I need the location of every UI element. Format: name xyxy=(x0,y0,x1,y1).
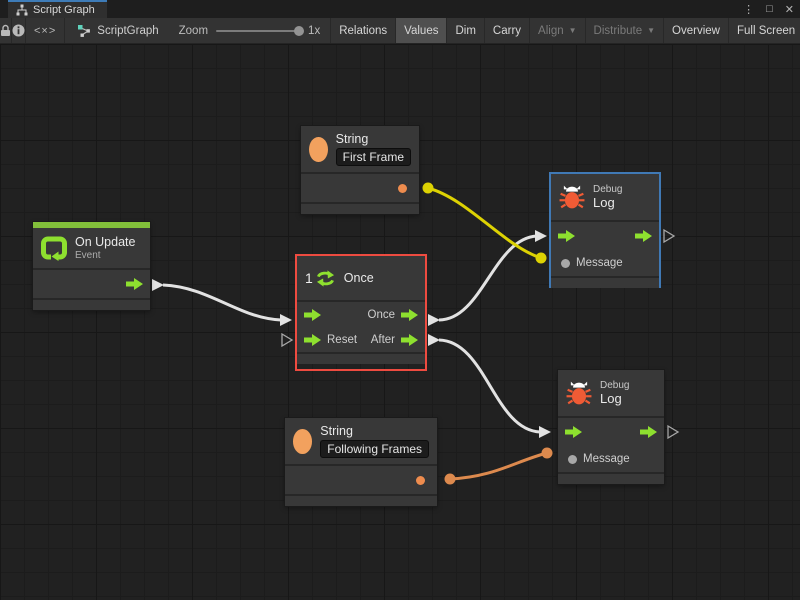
zoom-slider-handle[interactable] xyxy=(294,25,305,36)
graph-toolbar: <×> ScriptGraph Zoom 1x Relations Values… xyxy=(0,18,800,44)
bug-icon xyxy=(566,381,592,405)
edit-script-button[interactable]: <×> xyxy=(26,18,66,43)
node-footer xyxy=(301,204,419,214)
event-accent-bar xyxy=(33,222,150,228)
node-title: On Update xyxy=(75,235,136,249)
once-cycle-icon xyxy=(316,269,334,287)
node-kicker: Debug xyxy=(600,380,630,391)
relations-button[interactable]: Relations xyxy=(330,18,397,43)
distribute-button[interactable]: Distribute ▼ xyxy=(586,18,665,43)
node-title: String xyxy=(335,132,369,146)
distribute-label: Distribute xyxy=(593,24,643,37)
node-footer xyxy=(558,474,664,484)
node-footer xyxy=(33,300,150,310)
on-update-loop-icon xyxy=(41,236,67,261)
node-footer xyxy=(551,278,659,288)
exec-output-port[interactable] xyxy=(401,333,418,346)
tab-strip: Script Graph ⋮ □ ✕ xyxy=(0,0,800,18)
node-kicker: Debug xyxy=(593,184,623,195)
divider xyxy=(285,464,437,466)
zoom-value: 1x xyxy=(308,24,321,37)
divider xyxy=(297,300,425,302)
node-string-following-frames[interactable]: String Following Frames xyxy=(285,418,437,506)
once-icon-number: 1 xyxy=(305,270,313,286)
string-type-icon xyxy=(309,136,328,162)
string-value-field[interactable]: Following Frames xyxy=(320,440,429,458)
zoom-group: Zoom 1x xyxy=(169,18,331,43)
node-subtitle: Event xyxy=(75,250,101,261)
divider xyxy=(33,268,150,270)
message-input-port[interactable] xyxy=(568,454,577,464)
divider xyxy=(551,276,659,278)
values-button[interactable]: Values xyxy=(396,18,448,43)
node-debug-log-top[interactable]: Debug Log Message xyxy=(551,174,659,288)
graph-name-group[interactable]: ScriptGraph xyxy=(65,18,168,43)
node-title: Log xyxy=(600,391,622,406)
string-value-field[interactable]: First Frame xyxy=(335,148,411,166)
node-debug-log-bottom[interactable]: Debug Log Message xyxy=(558,370,664,484)
exec-output-port[interactable] xyxy=(635,230,652,242)
exec-input-port[interactable] xyxy=(304,308,321,321)
node-on-update[interactable]: On Update Event xyxy=(33,222,150,310)
zoom-slider[interactable] xyxy=(216,25,305,36)
carry-button[interactable]: Carry xyxy=(485,18,531,43)
node-once[interactable]: 1 Once Once xyxy=(297,256,425,364)
node-footer xyxy=(285,496,437,506)
lock-button[interactable] xyxy=(0,18,12,43)
node-string-first-frame[interactable]: String First Frame xyxy=(301,126,419,214)
message-input-port[interactable] xyxy=(561,258,570,268)
port-label-message: Message xyxy=(576,257,623,269)
exec-input-port[interactable] xyxy=(304,333,321,346)
graph-hierarchy-icon xyxy=(16,4,28,16)
exec-input-port[interactable] xyxy=(558,230,575,242)
port-label-after: After xyxy=(370,333,395,346)
fullscreen-button[interactable]: Full Screen xyxy=(736,24,796,37)
node-title: Once xyxy=(343,271,374,285)
divider xyxy=(33,298,150,300)
bug-icon xyxy=(559,185,585,209)
overview-button[interactable]: Overview xyxy=(664,18,729,43)
node-footer xyxy=(297,354,425,364)
window-menu-icon[interactable]: ⋮ xyxy=(743,3,755,16)
info-icon xyxy=(12,24,25,37)
value-output-port[interactable] xyxy=(416,475,425,485)
divider xyxy=(558,472,664,474)
divider xyxy=(301,202,419,204)
divider xyxy=(297,352,425,354)
divider xyxy=(551,220,659,222)
align-label: Align xyxy=(538,24,564,37)
node-title: Log xyxy=(593,195,615,210)
dropdown-arrow-icon: ▼ xyxy=(647,26,656,35)
dropdown-arrow-icon: ▼ xyxy=(568,26,577,35)
lock-icon xyxy=(1,24,10,36)
tab-script-graph[interactable]: Script Graph xyxy=(8,0,107,18)
node-title: String xyxy=(320,424,353,438)
zoom-label: Zoom xyxy=(178,24,209,37)
align-button[interactable]: Align ▼ xyxy=(530,18,586,43)
window-close-icon[interactable]: ✕ xyxy=(784,3,794,16)
divider xyxy=(558,416,664,418)
exec-input-port[interactable] xyxy=(565,426,582,438)
selection-outline-debug-top: Debug Log Message xyxy=(549,172,661,288)
port-label-once: Once xyxy=(367,308,396,321)
exec-output-port[interactable] xyxy=(401,308,418,321)
window-maximize-icon[interactable]: □ xyxy=(766,3,773,15)
value-output-port[interactable] xyxy=(398,183,407,193)
exec-output-port[interactable] xyxy=(126,278,143,290)
string-type-icon xyxy=(293,428,313,454)
info-button[interactable] xyxy=(12,18,26,43)
graph-name-label: ScriptGraph xyxy=(97,24,159,37)
exec-output-port[interactable] xyxy=(640,426,657,438)
selection-outline-once: 1 Once Once xyxy=(295,254,427,371)
port-label-reset: Reset xyxy=(327,333,358,346)
script-graph-icon xyxy=(78,24,91,37)
dim-button[interactable]: Dim xyxy=(447,18,485,43)
divider xyxy=(285,494,437,496)
port-label-message: Message xyxy=(583,453,630,465)
tab-title: Script Graph xyxy=(33,4,95,16)
divider xyxy=(301,172,419,174)
